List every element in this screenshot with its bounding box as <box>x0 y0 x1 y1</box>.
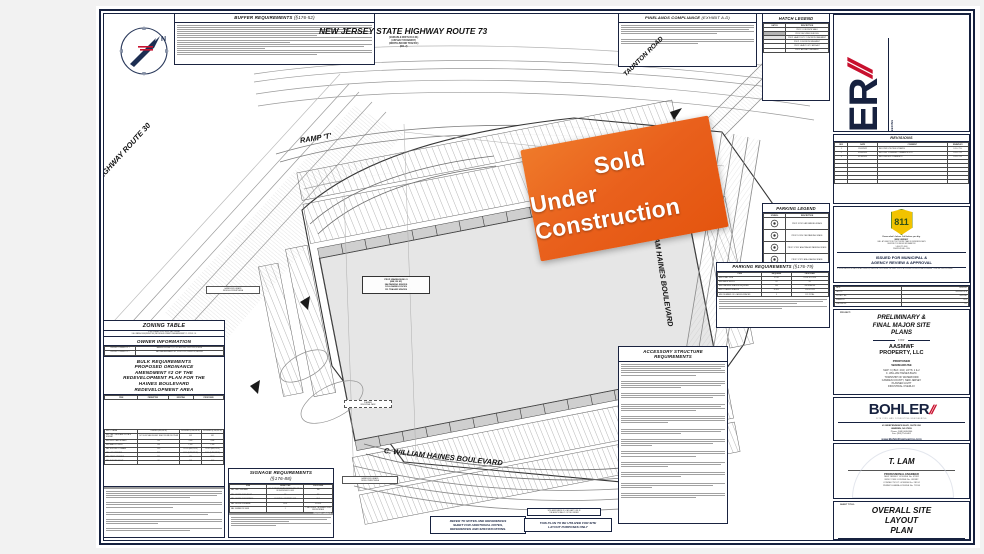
bohler-logo-small: BOHLER// <box>868 401 937 418</box>
parking-legend-table: SYMBOL DESCRIPTION PROP. 9'X18' CAR PARK… <box>763 212 829 262</box>
approval-disclaimer: IT IS A VIOLATION OF LAW FOR ANY PERSON,… <box>837 269 954 271</box>
project-subtitle: PROPOSED WAREHOUSE <box>891 358 912 368</box>
bulk-requirements-header: ITEM PERMITTED EXISTING PROPOSED <box>104 395 224 401</box>
revisions-table: REV DATE COMMENT DRAWN BY 1 12/02/2022 R… <box>834 142 969 185</box>
parking-symbol-icon <box>763 253 787 262</box>
pinelands-compliance-text <box>619 23 756 47</box>
table-row: MAX. NUMBER OF SIGNS 1 1 WALL SIGN & 1 M… <box>229 506 333 514</box>
sheet-border-outer <box>99 9 975 545</box>
approval-panel: 811 Know what's below. Call before you d… <box>833 206 970 283</box>
layout-purposes-only-box: THIS PLAN TO BE UTILIZED FOR SITE LAYOUT… <box>524 518 612 533</box>
label-route-73-sub: (VARIABLE WIDTH R.O.W.) (ASPHALT ROADWAY… <box>389 37 419 48</box>
drawn-info-table: DATE: 10/04/2022 CAD I.D.: NJ222042-SITE… <box>834 286 969 306</box>
parking-legend-row: PROP. 10'X20' CAR PARKING SPACE <box>763 229 829 243</box>
planned-industrial-park-note: PLANNED INDUSTRIAL PARK <box>344 400 392 409</box>
parking-col-symbol: SYMBOL <box>763 212 787 219</box>
accessory-structure-block: ACCESSORY STRUCTURE REQUIREMENTS <box>618 346 728 524</box>
project-client: AASMWF PROPERTY, LLC <box>879 343 924 357</box>
project-title: PRELIMINARY & FINAL MAJOR SITE PLANS <box>872 314 931 337</box>
hatch-swatch-blank4 <box>763 47 787 53</box>
zoning-footer-notes-block: PROPOSED VARIANCE <box>103 487 225 538</box>
accessory-structure-title: ACCESSORY STRUCTURE REQUIREMENTS <box>619 347 727 362</box>
hatch-legend-block: HATCH LEGEND HATCH DESCRIPTION PROP. CON… <box>762 13 830 101</box>
haines-development-area-note: HAINES BOULEVARD DEVELOPMENT AREA <box>342 476 398 485</box>
call-811-icon: 811 <box>890 209 913 235</box>
hatch-legend-table: HATCH DESCRIPTION PROP. CONCRETE WALK PR… <box>763 22 829 53</box>
project-address: MAP: 3 | BLK: 204 | LOTS: 1 & 2 C. WILLI… <box>881 369 922 389</box>
revision-row-empty <box>834 179 969 185</box>
accessory-structure-text <box>619 362 727 500</box>
parking-requirements-block: PARKING REQUIREMENTS (§176-79) ITEM REQU… <box>716 262 830 328</box>
hatch-desc: PROP. ASPHALT PAVEMENT <box>785 47 829 53</box>
table-row: CHECKED BY: TJL <box>834 302 969 306</box>
zoning-footer-notes-text <box>104 489 224 534</box>
parking-requirements-notes <box>717 297 829 311</box>
firm-phone-fax: Phone: (908) 668-8300 Fax: (908) 754-440… <box>890 430 913 436</box>
project-panel: PROJECT: PRELIMINARY & FINAL MAJOR SITE … <box>833 309 970 395</box>
project-label: PROJECT: <box>840 312 851 314</box>
sheet-border-inner <box>103 13 971 541</box>
approval-stamp: ISSUED FOR MUNICIPAL & AGENCY REVIEW & A… <box>871 255 932 266</box>
owner-information-title: OWNER INFORMATION <box>104 337 224 347</box>
firm-contact-panel: BOHLER// SITE CIVIL AND CONSULTING ENGIN… <box>833 397 970 441</box>
signage-requirements-block: SIGNAGE REQUIREMENTS (§176-88) ITEM PERM… <box>228 468 334 538</box>
firm-tagline-small: SITE CIVIL AND CONSULTING ENGINEERING <box>876 419 927 420</box>
buffer-requirements-block: BUFFER REQUIREMENTS (§176-52) <box>174 13 375 65</box>
zoning-table-subtitle: ZONE: PLANNED LIGHT INDUSTRIAL OVERLAY U… <box>104 331 224 338</box>
dig-state: NEW JERSEY <box>894 239 909 241</box>
bulk-requirements-title: BULK REQUIREMENTS PROPOSED ORDINANCE AME… <box>104 355 224 396</box>
table-row: MIN. NUMBER OF LOADING SPACES 5 129 TOTA… <box>717 292 829 298</box>
signage-variance-label: PROPOSED VARIANCE <box>229 513 333 515</box>
table-row: MAX. WALL SIGN AREA 10% OF FRONT FACADE … <box>229 487 333 495</box>
refer-to-notes-box: REFER TO NOTES AND REFERENCES SHEET FOR … <box>430 516 526 535</box>
dig-caption: Know what's below. Call before you dig. <box>882 236 921 238</box>
bulk-requirements-table: MIN. LOT AREA 10 ACRES (435,600 SF) 96.3… <box>104 429 224 465</box>
firm-logo-panel: BOHLER // SITE CIVIL AND CONSULTING ENGI… <box>833 14 970 132</box>
table-row: PROPERTY OWNER LOT 2 NATIONAL AMUSEMENT … <box>104 350 224 356</box>
pinelands-compliance-title: PINELANDS COMPLIANCE (EXHIBIT A.D) <box>619 14 756 23</box>
label-route-73: NEW JERSEY STATE HIGHWAY ROUTE 73 <box>319 26 488 36</box>
firm-website: www.BohlerEngineering.com <box>881 437 922 441</box>
buffer-requirements-text <box>175 23 374 58</box>
svg-text:N: N <box>161 36 166 43</box>
table-row: MIN. TRACT FRONTAGE ON STATE HIGHWAY NOT… <box>104 433 224 441</box>
drawn-info-panel: DATE: 10/04/2022 CAD I.D.: NJ222042-SITE… <box>833 285 970 307</box>
sheet-title-label: SHEET TITLE: <box>840 504 855 506</box>
parking-legend-block: PARKING LEGEND SYMBOL DESCRIPTION PROP. … <box>762 203 830 263</box>
signage-requirements-title: SIGNAGE REQUIREMENTS (§176-88) <box>229 469 333 484</box>
for-divider: FOR <box>838 339 965 342</box>
haines-redevelopment-area-note: HAINES BOULEVARD REDEVELOPMENT AREA <box>206 286 260 295</box>
buffer-requirements-title: BUFFER REQUIREMENTS (§176-52) <box>175 14 374 23</box>
table-row: MAX. BUILDING HEIGHT 50' N/A 43.5' <box>104 459 224 465</box>
building-callout: PROP. WAREHOUSE #1 (888,120 SF) 284 PARK… <box>362 276 430 294</box>
parking-desc: PROP. 12'X71' ADA LOADING SPACE <box>785 253 829 262</box>
owner-information-table: PROPERTY OWNER LOT 1 AASMWF PROPERTY, LL… <box>104 346 224 356</box>
parking-col-description: DESCRIPTION <box>785 212 829 219</box>
parking-legend-row: PROP. 12'X71' ADA LOADING SPACE <box>763 253 829 262</box>
parking-requirements-title: PARKING REQUIREMENTS (§176-79) <box>717 263 829 272</box>
bulk-requirements-rows-block: MIN. LOT AREA 10 ACRES (435,600 SF) 96.3… <box>103 429 225 487</box>
revisions-title: REVISIONS <box>834 135 969 143</box>
parking-requirements-table: ITEM REQUIRED PROPOSED MIN. STALL SIZE 9… <box>717 271 829 298</box>
proposed-variance-label: PROPOSED VARIANCE <box>104 487 224 489</box>
hatch-legend-row: PROP. ASPHALT PAVEMENT <box>763 47 829 53</box>
parking-symbol-icon <box>763 229 787 243</box>
north-arrow: N <box>108 22 180 80</box>
site-assistance-note: SITE ASSISTANCE IF LOAD EAST LINE IS THE… <box>527 508 601 517</box>
sheet-title-panel: SHEET TITLE: OVERALL SITE LAYOUT PLAN SH… <box>833 501 970 540</box>
zoning-table-title: ZONING TABLE <box>104 321 224 332</box>
revisions-panel: REVISIONS REV DATE COMMENT DRAWN BY 1 12… <box>833 134 970 204</box>
title-block: BOHLER // SITE CIVIL AND CONSULTING ENGI… <box>833 14 970 540</box>
engineer-name: T. LAM <box>888 457 915 466</box>
signage-requirements-table: ITEM PERMITTED PROPOSED MAX. WALL SIGN A… <box>229 483 333 514</box>
sheet-title: OVERALL SITE LAYOUT PLAN <box>871 506 932 535</box>
hatch-legend-title: HATCH LEGEND <box>763 14 829 23</box>
engineer-seal-panel: T. LAM PROFESSIONAL ENGINEER NEW JERSEY … <box>833 443 970 499</box>
pinelands-compliance-block: PINELANDS COMPLIANCE (EXHIBIT A.D) <box>618 13 757 67</box>
parking-legend-title: PARKING LEGEND <box>763 204 829 213</box>
dig-utility-lines: CALL AT LEAST 3 BUT NOT MORE THAN 10 BUS… <box>877 241 926 250</box>
firm-address: 41 INDEPENDENCE BLVD, SUITE 200 WARREN, … <box>882 424 921 430</box>
signage-requirements-notes <box>229 515 333 529</box>
